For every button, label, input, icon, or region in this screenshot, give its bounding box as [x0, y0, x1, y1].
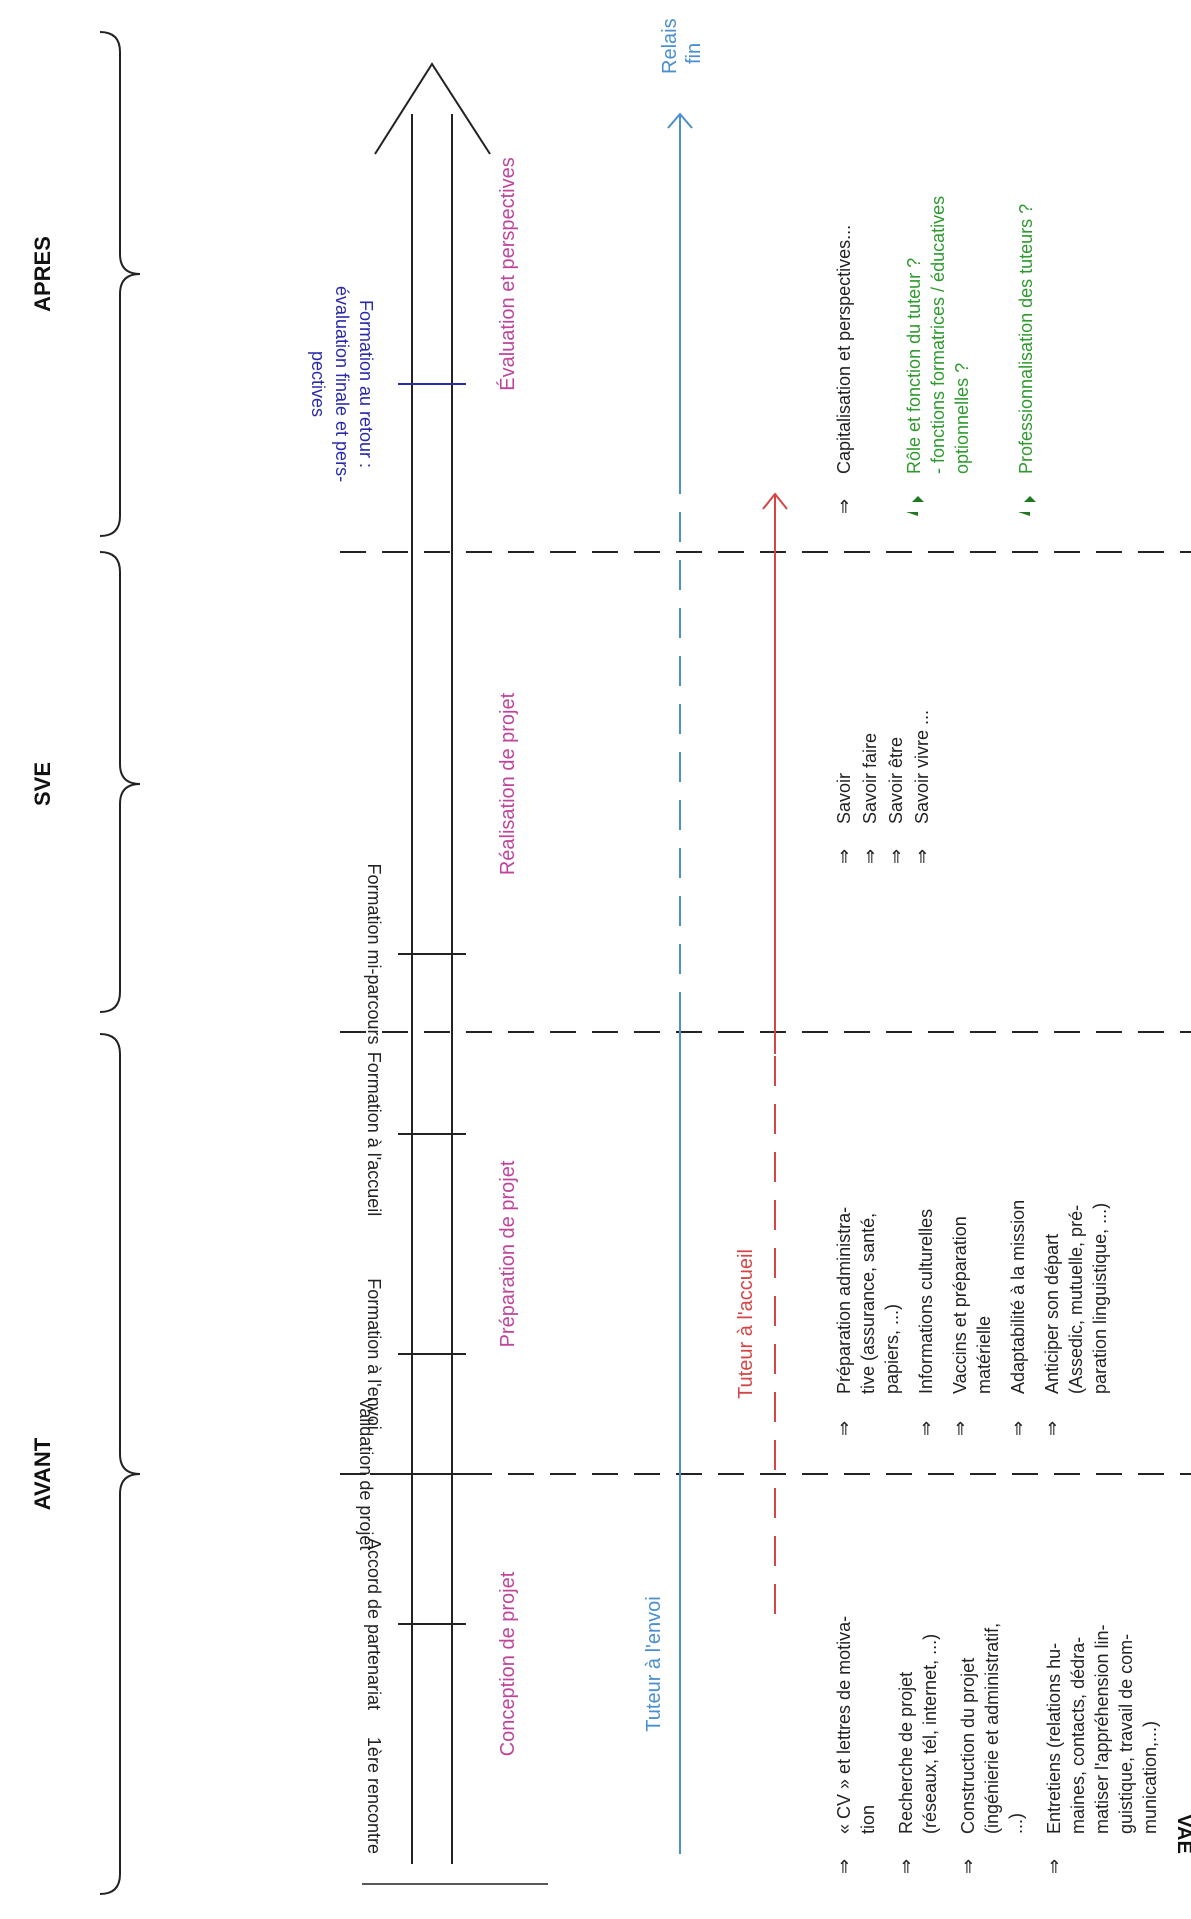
milestone-rencontre: 1ère rencontre	[364, 1737, 384, 1854]
apres-item-line: Capitalisation et perspectives...	[834, 225, 854, 474]
avant-item-line: Entretiens (relations hu-	[1044, 1643, 1064, 1834]
sve-item-arrow: ⇒	[886, 849, 906, 864]
avant-item-arrow: ⇒	[1044, 1859, 1064, 1874]
tutor-accueil-label: Tuteur à l'accueil	[735, 1249, 757, 1399]
phase-brace-sve	[99, 551, 141, 1013]
preparation-item-line: Préparation administra-	[834, 1207, 854, 1394]
sve-item-line: Savoir faire	[860, 733, 880, 824]
avant-item-line: (ingénierie et administratif,	[982, 1623, 1002, 1834]
bottom-label-vae: VAE	[1173, 1814, 1191, 1854]
sve-item-line: Savoir être	[886, 737, 906, 824]
tutor-envoi-label: Tuteur à l'envoi	[643, 1596, 665, 1731]
avant-item-line: maines, contacts, dédra-	[1068, 1637, 1088, 1834]
milestone-formation-accueil: Formation à l'accueil	[364, 1052, 384, 1217]
preparation-item-line: Anticiper son départ	[1042, 1234, 1062, 1394]
main-timeline-arrow	[362, 62, 548, 1885]
tutor-accueil-line	[762, 492, 788, 1614]
question-line: - fonctions formatrices / éducatives	[928, 196, 948, 474]
question-line: Rôle et fonction du tuteur ?	[904, 258, 924, 474]
items-layer: ⇒ « CV » et lettres de motiva-tion ⇒ Recher…	[834, 196, 1160, 1874]
milestone-formation-envoi: Formation à l'envoi	[364, 1278, 384, 1430]
tutor-relais-line-2: fin	[683, 43, 705, 64]
avant-item-line: Construction du projet	[958, 1658, 978, 1834]
avant-item-line: (réseaux, tél, internet, ...)	[920, 1634, 940, 1834]
phase-label-avant: AVANT	[30, 1437, 55, 1510]
question-marker-icon	[906, 496, 924, 516]
stage-evaluation: Évaluation et perspectives	[496, 157, 519, 390]
milestone-formation-retour: Formation au retour : évaluation finale …	[308, 286, 376, 482]
preparation-item-line: Informations culturelles	[916, 1209, 936, 1394]
preparation-item-line: Vaccins et préparation	[950, 1216, 970, 1394]
milestone-retour-line-1: Formation au retour :	[356, 300, 376, 468]
tutor-envoi-line	[667, 112, 693, 1854]
preparation-item-arrow: ⇒	[1008, 1421, 1028, 1436]
preparation-item-line: papiers, ...)	[882, 1304, 902, 1394]
phase-label-apres: APRES	[30, 236, 55, 312]
apres-item-arrow: ⇒	[834, 499, 854, 514]
preparation-item-arrow: ⇒	[1042, 1421, 1062, 1436]
avant-item-line: munication,...)	[1140, 1721, 1160, 1834]
sve-item-arrow: ⇒	[860, 849, 880, 864]
preparation-item-arrow: ⇒	[916, 1421, 936, 1436]
preparation-item-line: Adaptabilité à la mission	[1008, 1200, 1028, 1394]
preparation-item-line: paration linguistique, ...)	[1090, 1203, 1110, 1394]
avant-item-line: matiser l'appréhension lin-	[1092, 1624, 1112, 1834]
milestone-retour-line-3: pectives	[308, 351, 328, 417]
milestone-retour-line-2: évaluation finale et pers-	[332, 286, 352, 482]
preparation-item-line: tive (assurance, santé,	[858, 1213, 878, 1394]
stage-realisation: Réalisation de projet	[497, 692, 519, 875]
phase-label-sve: SVE	[30, 762, 55, 806]
avant-item-line: ...)	[1006, 1813, 1026, 1834]
avant-item-line: guistique, travail de com-	[1116, 1634, 1136, 1834]
tutor-relais-line-1: Relais	[659, 18, 681, 74]
avant-item-arrow: ⇒	[896, 1859, 916, 1874]
preparation-item-arrow: ⇒	[950, 1421, 970, 1436]
phase-brace-apres	[99, 31, 141, 537]
milestone-ticks	[370, 383, 490, 1625]
milestone-accord: Accord de partenariat	[364, 1538, 384, 1710]
avant-item-line: « CV » et lettres de motiva-	[834, 1616, 854, 1834]
avant-item-line: tion	[858, 1805, 878, 1834]
sve-item-arrow: ⇒	[834, 849, 854, 864]
question-marker-icon	[1018, 496, 1036, 516]
phase-brace-avant	[99, 1033, 141, 1895]
question-line: optionnelles ?	[952, 363, 972, 474]
sve-item-line: Savoir vivre ...	[912, 710, 932, 824]
preparation-item-line: (Assedic, mutuelle, pré-	[1066, 1205, 1086, 1394]
preparation-item-arrow: ⇒	[834, 1421, 854, 1436]
milestone-formation-mi-parcours: Formation mi-parcours	[364, 863, 384, 1044]
question-line: Professionnalisation des tuteurs ?	[1016, 204, 1036, 474]
sve-item-line: Savoir	[834, 773, 854, 824]
avant-item-line: Recherche de projet	[896, 1672, 916, 1834]
sve-item-arrow: ⇒	[912, 849, 932, 864]
avant-item-arrow: ⇒	[834, 1859, 854, 1874]
stage-conception: Conception de projet	[497, 1571, 519, 1756]
avant-item-arrow: ⇒	[958, 1859, 978, 1874]
stage-preparation: Préparation de projet	[497, 1160, 519, 1347]
preparation-item-line: matérielle	[974, 1316, 994, 1394]
